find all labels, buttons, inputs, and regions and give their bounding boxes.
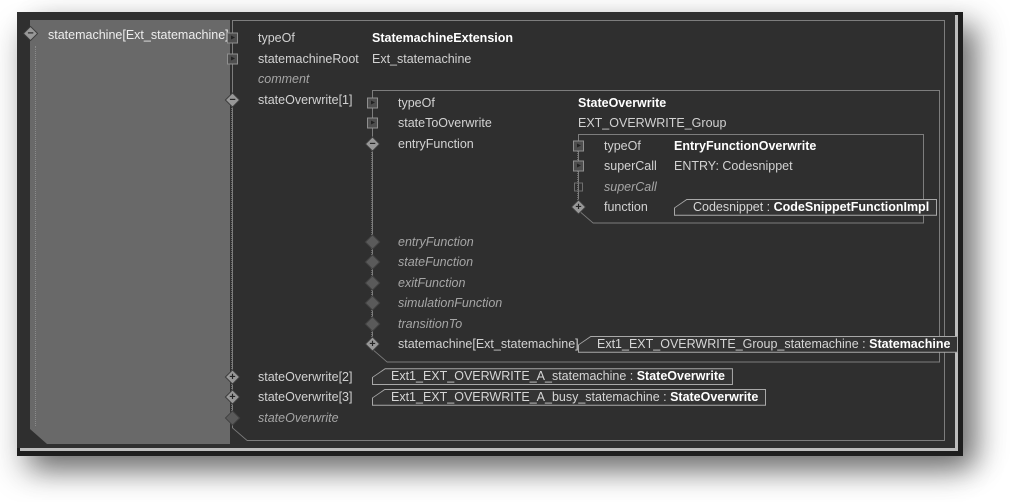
reference-cell-text: Ext1_EXT_OVERWRITE_A_statemachine : Stat… — [372, 369, 733, 384]
property-value[interactable]: EntryFunctionOverwrite — [674, 139, 816, 153]
row-state-overwrite-3: stateOverwrite[3] Ext1_EXT_OVERWRITE_A_b… — [258, 387, 945, 408]
fold-expand-icon[interactable] — [226, 391, 239, 404]
row-state-to-overwrite: stateToOverwrite EXT_OVERWRITE_Group — [398, 113, 940, 134]
placeholder-label[interactable]: transitionTo — [398, 317, 578, 331]
fold-collapse-icon[interactable] — [226, 93, 239, 106]
row-simulation-function: simulationFunction — [398, 293, 940, 314]
property-label: stateToOverwrite — [398, 116, 578, 130]
fold-expand-icon[interactable] — [226, 370, 239, 383]
row-exit-function: exitFunction — [398, 273, 940, 294]
row-state-function: stateFunction — [398, 252, 940, 273]
property-value[interactable]: ENTRY: Codesnippet — [674, 159, 793, 173]
row-super-call-empty: superCall — [604, 177, 924, 198]
placeholder-label[interactable]: exitFunction — [398, 276, 578, 290]
row-state-overwrite-empty: stateOverwrite — [258, 408, 945, 429]
reference-cell[interactable]: Ext1_EXT_OVERWRITE_A_statemachine : Stat… — [372, 368, 733, 385]
property-label: typeOf — [258, 31, 372, 45]
empty-child-icon — [366, 235, 379, 248]
property-value[interactable]: StateOverwrite — [578, 96, 666, 110]
root-node-panel-background — [30, 20, 230, 444]
placeholder-label[interactable]: superCall — [604, 180, 674, 194]
property-marker-icon — [227, 33, 238, 44]
property-label: typeOf — [398, 96, 578, 110]
placeholder-label[interactable]: comment — [258, 72, 372, 86]
row-super-call: superCall ENTRY: Codesnippet — [604, 156, 924, 177]
row-typeof: typeOf EntryFunctionOverwrite — [604, 136, 924, 157]
child-label: statemachine[Ext_statemachine] — [398, 337, 578, 351]
placeholder-label[interactable]: stateOverwrite — [258, 411, 372, 425]
child-label: function — [604, 200, 674, 214]
root-node-panel[interactable]: statemachine[Ext_statemachine] — [30, 20, 230, 444]
property-marker-icon — [367, 97, 378, 108]
property-value[interactable]: EXT_OVERWRITE_Group — [578, 116, 726, 130]
fold-expand-icon[interactable] — [366, 338, 379, 351]
property-label: superCall — [604, 159, 674, 173]
placeholder-label[interactable]: simulationFunction — [398, 296, 578, 310]
row-typeof: typeOf StateOverwrite — [398, 93, 940, 114]
property-marker-icon — [227, 53, 238, 64]
row-transition-to: transitionTo — [398, 314, 940, 335]
reference-cell-text: Ext1_EXT_OVERWRITE_A_busy_statemachine :… — [372, 390, 766, 405]
state-overwrite-node-box: typeOf StateOverwrite stateToOverwrite E… — [372, 90, 940, 363]
child-label: stateOverwrite[3] — [258, 390, 372, 404]
empty-child-icon — [366, 276, 379, 289]
property-marker-icon — [573, 161, 584, 172]
child-label: stateOverwrite[1] — [258, 90, 372, 111]
row-state-overwrite-1: stateOverwrite[1] typeOf StateOverwrite — [258, 90, 945, 367]
reference-cell-text: Ext1_EXT_OVERWRITE_Group_statemachine : … — [578, 337, 958, 352]
property-label: typeOf — [604, 139, 674, 153]
row-function: function Codesnippet : CodeSnippetFuncti… — [604, 197, 924, 218]
empty-reference-icon — [574, 182, 583, 191]
row-comment: comment — [258, 69, 945, 90]
extension-node-box: typeOf StatemachineExtension statemachin… — [232, 20, 945, 441]
row-state-overwrite-2: stateOverwrite[2] Ext1_EXT_OVERWRITE_A_s… — [258, 367, 945, 388]
row-entry-function: entryFunction — [398, 134, 940, 232]
entry-function-node-box: typeOf EntryFunctionOverwrite superCall … — [578, 134, 924, 224]
property-value[interactable]: Ext_statemachine — [372, 52, 471, 66]
row-typeof: typeOf StatemachineExtension — [258, 28, 945, 49]
child-label: entryFunction — [398, 134, 578, 155]
row-statemachine-ref: statemachine[Ext_statemachine] Ext1_EXT_… — [398, 334, 940, 355]
root-node-label[interactable]: statemachine[Ext_statemachine] — [30, 20, 230, 45]
fold-expand-icon[interactable] — [572, 201, 585, 214]
placeholder-label[interactable]: stateFunction — [398, 255, 578, 269]
reference-cell[interactable]: Ext1_EXT_OVERWRITE_Group_statemachine : … — [578, 336, 958, 353]
property-label: statemachineRoot — [258, 52, 372, 66]
reference-cell[interactable]: Codesnippet : CodeSnippetFunctionImpl — [674, 199, 937, 216]
reference-cell-text: Codesnippet : CodeSnippetFunctionImpl — [674, 200, 937, 215]
row-statemachine-root: statemachineRoot Ext_statemachine — [258, 49, 945, 70]
property-marker-icon — [573, 140, 584, 151]
connector-dotted-line — [35, 46, 36, 426]
property-value[interactable]: StatemachineExtension — [372, 31, 513, 45]
property-marker-icon — [367, 118, 378, 129]
empty-child-icon — [366, 297, 379, 310]
child-label: stateOverwrite[2] — [258, 370, 372, 384]
empty-child-icon — [366, 317, 379, 330]
editor-content: statemachine[Ext_statemachine] typeOf St… — [17, 12, 955, 448]
reference-cell[interactable]: Ext1_EXT_OVERWRITE_A_busy_statemachine :… — [372, 389, 766, 406]
fold-collapse-icon[interactable] — [366, 137, 379, 150]
editor-window: statemachine[Ext_statemachine] typeOf St… — [17, 12, 963, 456]
placeholder-label[interactable]: entryFunction — [398, 235, 578, 249]
row-entry-function-empty: entryFunction — [398, 232, 940, 253]
empty-child-icon — [226, 411, 239, 424]
empty-child-icon — [366, 256, 379, 269]
